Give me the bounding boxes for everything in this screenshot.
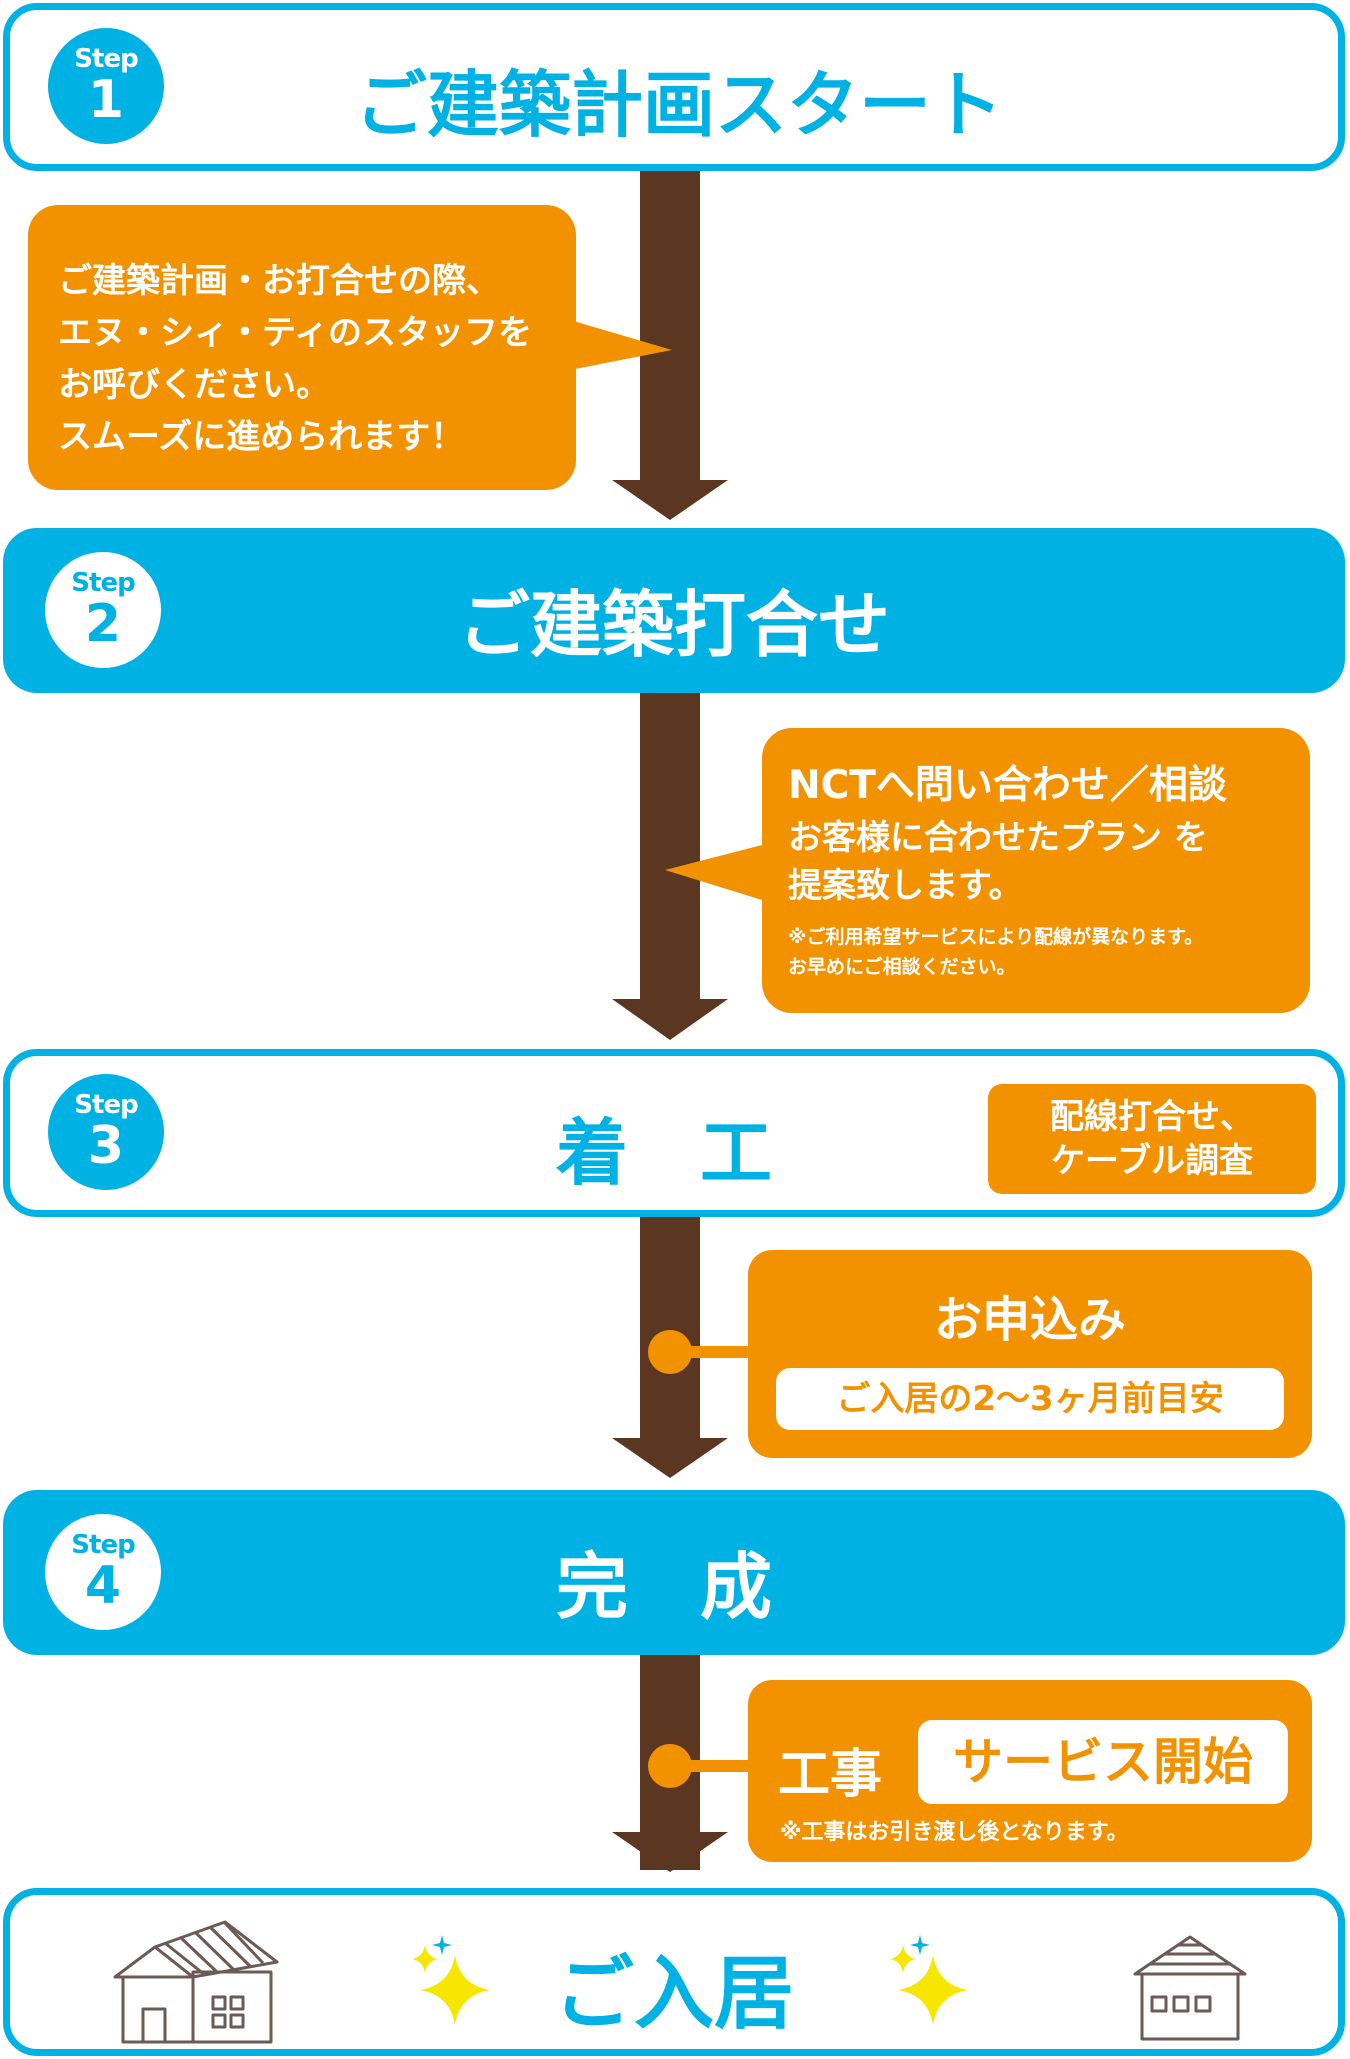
step-4-badge: Step 4 — [45, 1514, 161, 1630]
callout-3-pill: ご入居の2〜3ヶ月前目安 — [776, 1368, 1284, 1430]
step-4-box: Step 4 完 成 — [3, 1490, 1345, 1655]
step-number: 3 — [87, 1116, 125, 1176]
step-1-box: Step 1 ご建築計画スタート — [3, 3, 1345, 171]
step-3-title: 着 工 — [555, 1111, 772, 1195]
step-number: 1 — [87, 70, 125, 130]
callout-1-line: エヌ・シィ・ティのスタッフを — [58, 313, 532, 353]
step-3-note-line: ケーブル調査 — [1051, 1141, 1253, 1181]
callout-2-note: ※ご利用希望サービスにより配線が異なります。 — [788, 926, 1204, 948]
callout-1-line: スムーズに進められます！ — [58, 417, 465, 457]
house-icon — [113, 1920, 279, 2044]
callout-4-note: ※工事はお引き渡し後となります。 — [780, 1820, 1129, 1845]
step-1-badge: Step 1 — [48, 28, 164, 144]
step-number: 4 — [84, 1556, 122, 1616]
callout-2-line: お客様に合わせたプラン を — [788, 818, 1208, 858]
callout-4: 工事 サービス開始 ※工事はお引き渡し後となります。 — [748, 1680, 1312, 1862]
move-in-title: ご入居 — [554, 1947, 794, 2040]
step-label: Step — [71, 568, 135, 598]
callout-1-line: ご建築計画・お打合せの際、 — [58, 261, 500, 301]
step-3-badge: Step 3 — [48, 1074, 164, 1190]
callout-2: NCTへ問い合わせ／相談 お客様に合わせたプラン を 提案致します。 ※ご利用希… — [762, 728, 1310, 1013]
callout-4-label: 工事 — [778, 1745, 883, 1805]
callout-4-pill: サービス開始 — [918, 1720, 1288, 1804]
step-number: 2 — [84, 594, 122, 654]
house-icon — [1133, 1935, 1247, 2041]
step-2-title: ご建築打合せ — [457, 583, 890, 667]
step-1-title: ご建築計画スタート — [354, 63, 1003, 147]
step-label: Step — [71, 1530, 135, 1560]
sparkle-icon — [412, 1935, 490, 2025]
callout-2-heading: NCTへ問い合わせ／相談 — [788, 763, 1227, 808]
step-label: Step — [74, 1090, 138, 1120]
sparkle-icon — [890, 1935, 968, 2025]
step-3-note-line: 配線打合せ、 — [1050, 1097, 1254, 1137]
callout-2-line: 提案致します。 — [788, 866, 1023, 906]
step-label: Step — [74, 44, 138, 74]
step-2-box: Step 2 ご建築打合せ — [3, 528, 1345, 693]
callout-1: ご建築計画・お打合せの際、 エヌ・シィ・ティのスタッフを お呼びください。 スム… — [28, 205, 576, 490]
callout-2-note: お早めにご相談ください。 — [788, 956, 1016, 978]
step-4-title: 完 成 — [555, 1545, 772, 1629]
step-3-box: Step 3 着 工 配線打合せ、 ケーブル調査 — [3, 1049, 1345, 1217]
move-in-box: ご入居 — [3, 1888, 1345, 2056]
step-2-badge: Step 2 — [45, 552, 161, 668]
callout-3: お申込み ご入居の2〜3ヶ月前目安 — [748, 1250, 1312, 1458]
callout-3-heading: お申込み — [933, 1292, 1126, 1348]
callout-1-line: お呼びください。 — [58, 365, 330, 405]
step-3-note: 配線打合せ、 ケーブル調査 — [988, 1084, 1316, 1194]
